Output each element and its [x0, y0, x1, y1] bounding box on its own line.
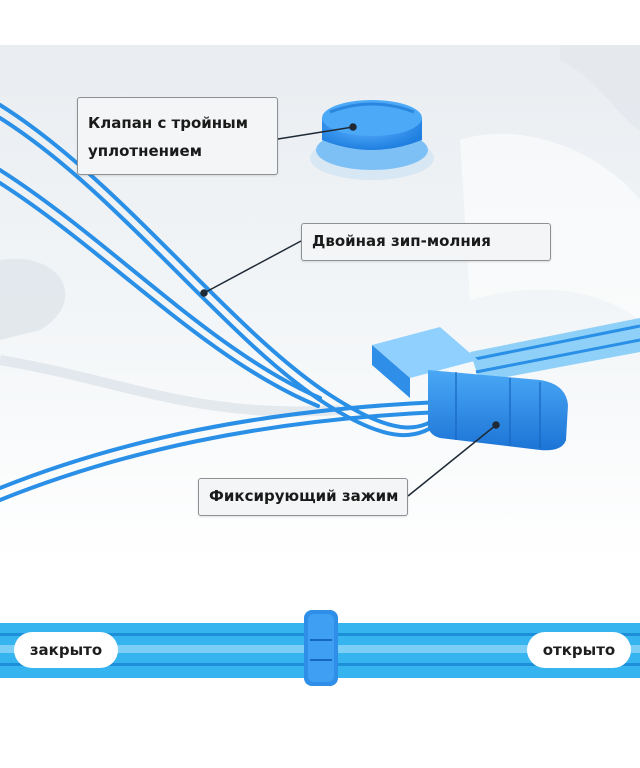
callout-pointers — [200, 123, 500, 497]
strip-clamp-image — [304, 610, 338, 686]
callout-clamp: Фиксирующий зажим — [198, 478, 408, 516]
zipper-track-lower — [0, 400, 442, 502]
callout-valve: Клапан с тройным уплотнением — [77, 97, 278, 175]
callout-valve-line2: уплотнением — [88, 142, 202, 160]
callout-valve-line1: Клапан с тройным — [88, 114, 248, 132]
valve-image — [310, 100, 434, 180]
closed-label: закрыто — [14, 632, 118, 668]
bag-wrinkle — [0, 258, 66, 340]
clamp-image — [372, 327, 568, 451]
zipper-track-right — [469, 318, 640, 382]
bag-wrinkle — [0, 355, 341, 417]
bag-wrinkle — [560, 45, 640, 130]
open-label: открыто — [527, 632, 631, 668]
callout-zipper: Двойная зип-молния — [301, 223, 551, 261]
